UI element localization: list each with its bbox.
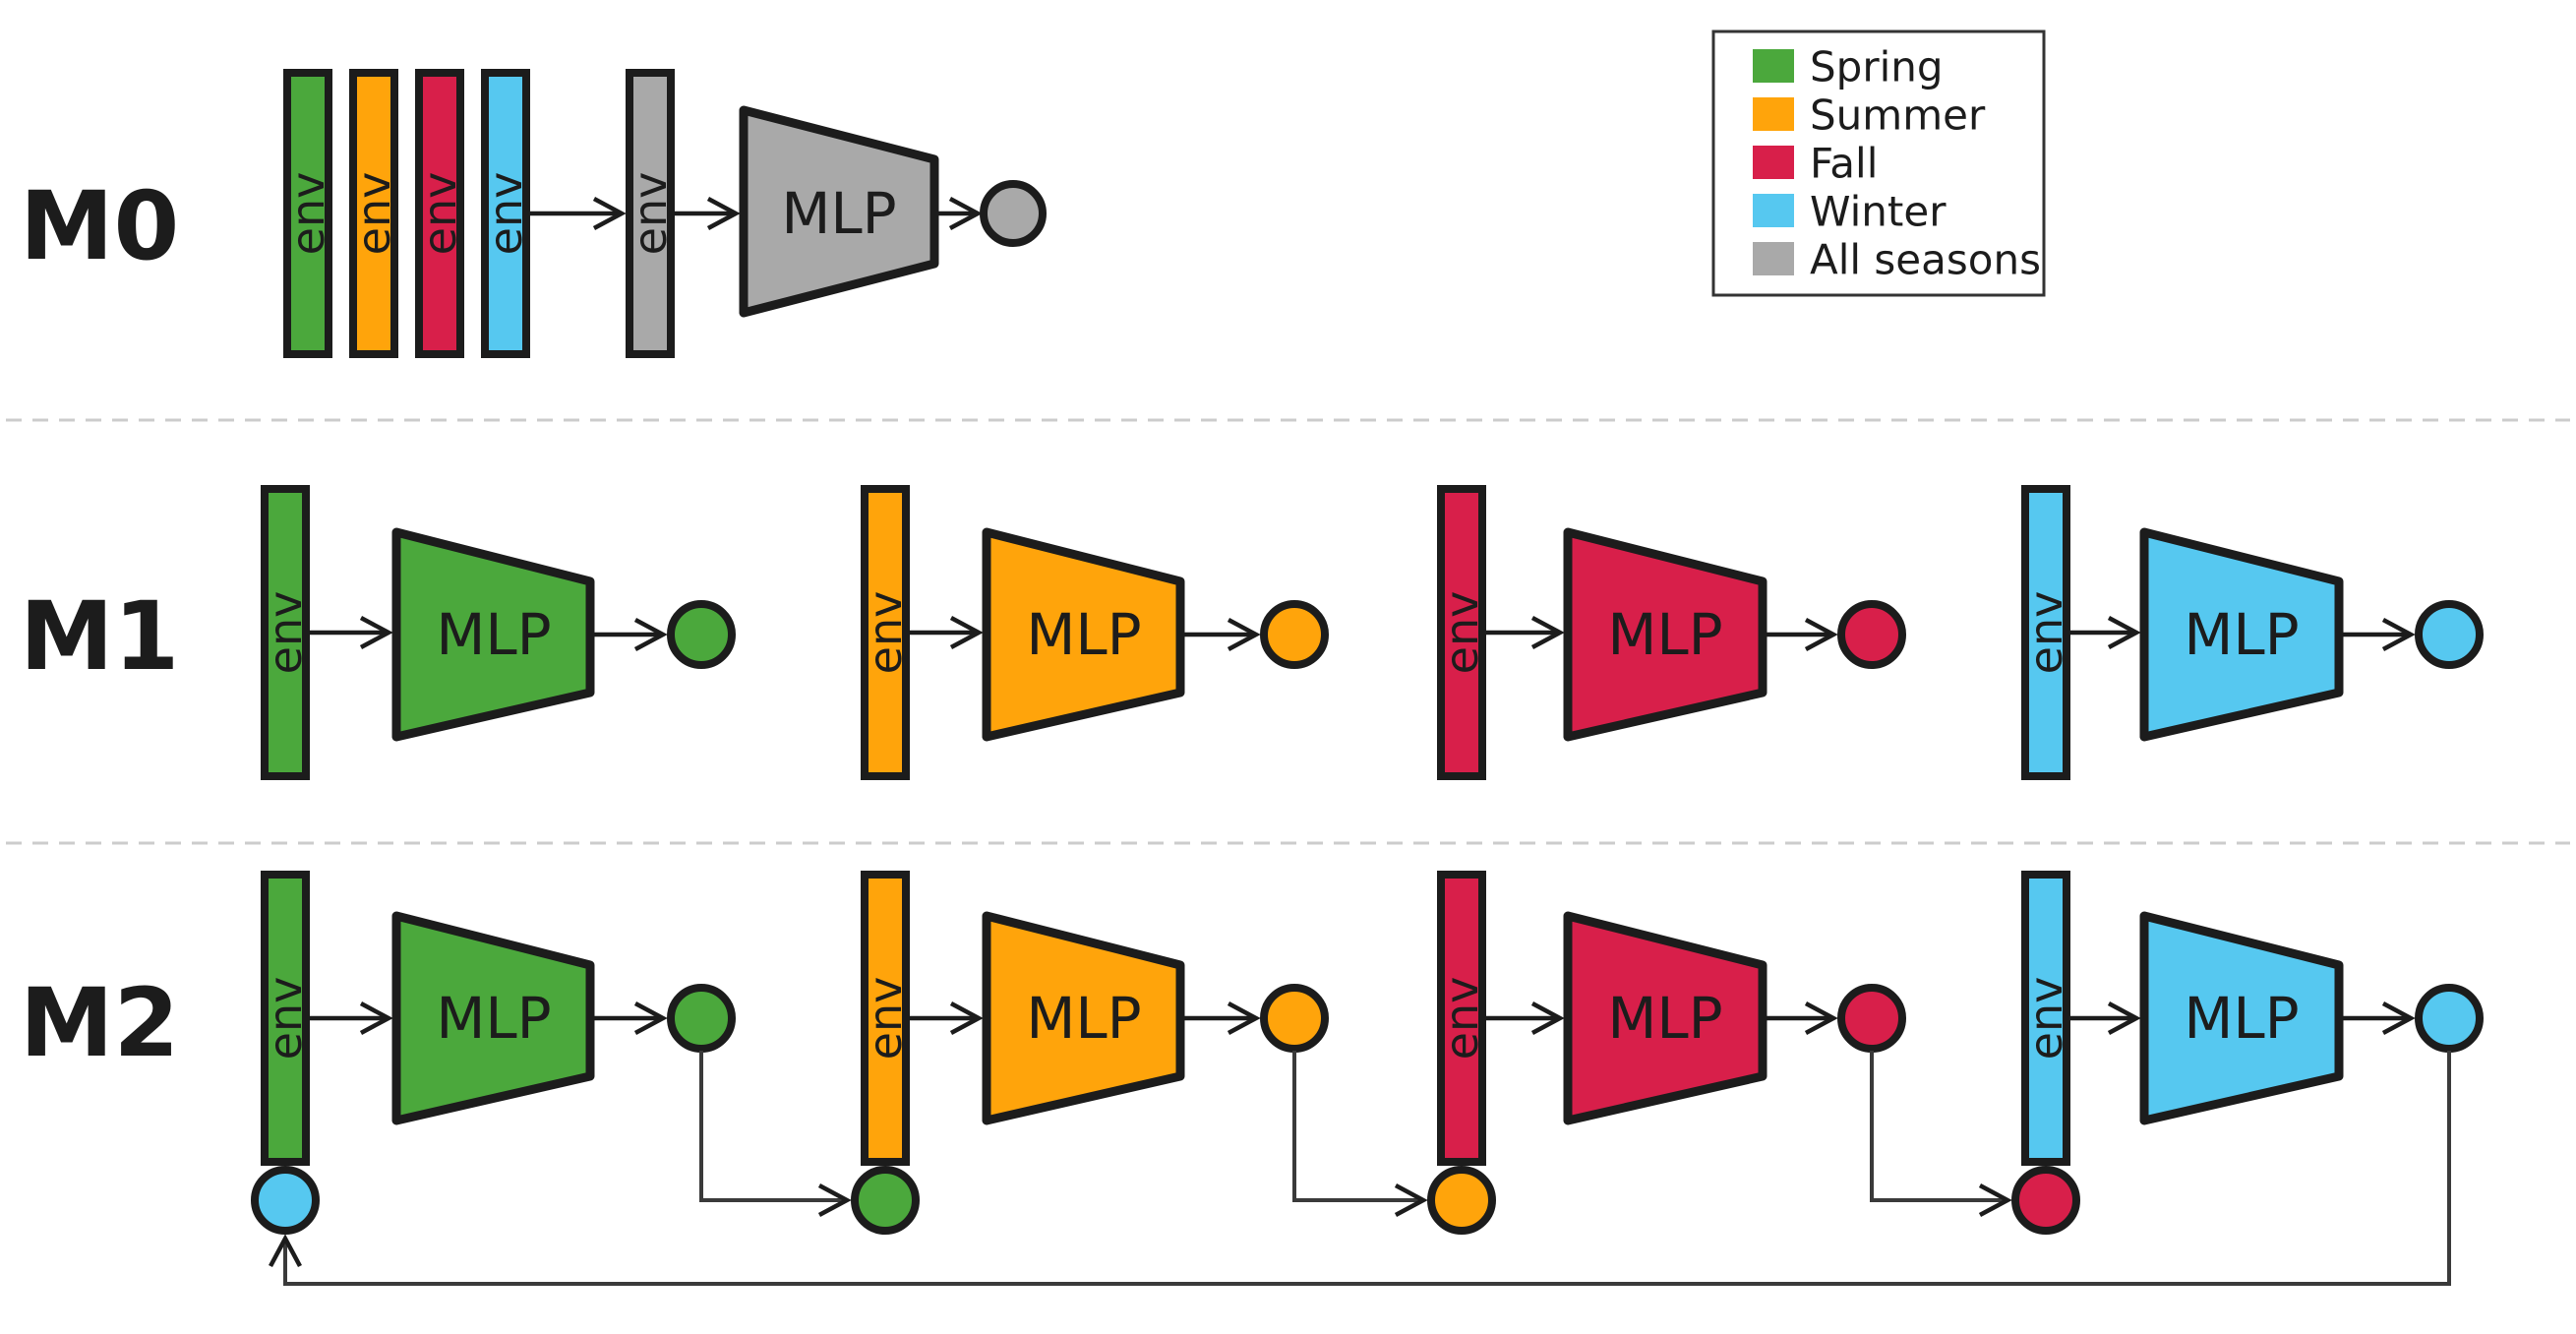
mlp-trapezoid-allseasons-m0: [739, 105, 939, 318]
mlp-label-summer-m1: MLP: [1026, 601, 1141, 668]
env-label-fall-m0: env: [413, 172, 466, 256]
env-label-winter-m2: env: [2019, 977, 2072, 1061]
env-block-fall-m2: [1437, 871, 1486, 1166]
mlp-label-spring-m1: MLP: [436, 601, 551, 668]
row-label-m0: M0: [20, 171, 179, 281]
env-block-fall-m0: [415, 69, 464, 358]
row-m1: M1 env MLP env MLP env MLP env MLP: [20, 485, 2484, 780]
mlp-label-winter-m1: MLP: [2184, 601, 2299, 668]
output-node-summer-m1: [1260, 600, 1329, 669]
mlp-label-winter-m2: MLP: [2184, 985, 2299, 1052]
env-label-fall-m2: env: [1435, 977, 1488, 1061]
mlp-label-fall-m2: MLP: [1607, 985, 1722, 1052]
legend: Spring Summer Fall Winter All seasons: [1711, 30, 2046, 297]
env-block-spring-m0: [283, 69, 332, 358]
legend-label-fall: Fall: [1810, 140, 1878, 188]
row-label-m2: M2: [20, 968, 179, 1078]
legend-label-winter: Winter: [1810, 188, 1947, 236]
env-label-spring-m1: env: [259, 591, 312, 675]
env-label-summer-m0: env: [347, 172, 400, 256]
legend-label-spring: Spring: [1810, 43, 1944, 91]
mlp-trapezoid-winter-m2: [2139, 911, 2344, 1125]
mlp-label-m0: MLP: [781, 180, 896, 247]
mlp-label-summer-m2: MLP: [1026, 985, 1141, 1052]
legend-swatch-fall: [1753, 146, 1794, 179]
mlp-label-spring-m2: MLP: [436, 985, 551, 1052]
input-node-winter-under-spring-m2: [251, 1166, 320, 1235]
output-node-spring-m1: [667, 600, 736, 669]
legend-swatch-winter: [1753, 194, 1794, 227]
env-block-winter-m1: [2021, 485, 2070, 780]
env-block-summer-m2: [861, 871, 910, 1166]
legend-swatch-summer: [1753, 97, 1794, 131]
mlp-trapezoid-spring-m1: [391, 527, 595, 742]
mlp-trapezoid-fall-m1: [1563, 527, 1767, 742]
env-label-summer-m2: env: [859, 977, 912, 1061]
env-label-fall-m1: env: [1435, 591, 1488, 675]
output-node-allseasons-m0: [980, 180, 1047, 247]
env-label-winter-m0: env: [479, 172, 532, 256]
row-label-m1: M1: [20, 581, 179, 692]
output-node-winter-m1: [2415, 600, 2484, 669]
mlp-trapezoid-summer-m2: [982, 911, 1185, 1125]
env-block-spring-m1: [261, 485, 310, 780]
env-block-summer-m0: [349, 69, 398, 358]
mlp-trapezoid-fall-m2: [1563, 911, 1767, 1125]
env-block-winter-m0: [481, 69, 530, 358]
env-label-spring-m0: env: [281, 172, 334, 256]
env-block-summer-m1: [861, 485, 910, 780]
output-node-fall-m2: [1837, 984, 1906, 1053]
env-block-winter-m2: [2021, 871, 2070, 1166]
env-block-fall-m1: [1437, 485, 1486, 780]
env-label-winter-m1: env: [2019, 591, 2072, 675]
connector-winter-output-feedback-to-spring-input-m2: [269, 1051, 2451, 1286]
env-label-allseasons-m0: env: [624, 172, 677, 256]
row-m2: M2 env MLP env MLP env MLP env MLP: [20, 871, 2484, 1286]
input-node-spring-under-summer-m2: [851, 1166, 920, 1235]
output-node-winter-m2: [2415, 984, 2484, 1053]
mlp-trapezoid-spring-m2: [391, 911, 595, 1125]
legend-swatch-allseasons: [1753, 242, 1794, 275]
env-label-summer-m1: env: [859, 591, 912, 675]
output-node-spring-m2: [667, 984, 736, 1053]
mlp-trapezoid-winter-m1: [2139, 527, 2344, 742]
output-node-summer-m2: [1260, 984, 1329, 1053]
input-node-summer-under-fall-m2: [1427, 1166, 1496, 1235]
connector-spring-output-to-summer-input-m2: [699, 1051, 852, 1217]
legend-swatch-spring: [1753, 49, 1794, 83]
env-block-allseasons-m0: [626, 69, 675, 358]
legend-label-allseasons: All seasons: [1810, 236, 2041, 284]
legend-label-summer: Summer: [1810, 91, 1986, 140]
output-node-fall-m1: [1837, 600, 1906, 669]
row-m0: M0 env env env env env MLP: [20, 69, 1047, 358]
mlp-trapezoid-summer-m1: [982, 527, 1185, 742]
mlp-label-fall-m1: MLP: [1607, 601, 1722, 668]
env-block-spring-m2: [261, 871, 310, 1166]
env-label-spring-m2: env: [259, 977, 312, 1061]
connector-fall-output-to-winter-input-m2: [1870, 1051, 2012, 1217]
connector-summer-output-to-fall-input-m2: [1292, 1051, 1428, 1217]
input-node-fall-under-winter-m2: [2011, 1166, 2080, 1235]
